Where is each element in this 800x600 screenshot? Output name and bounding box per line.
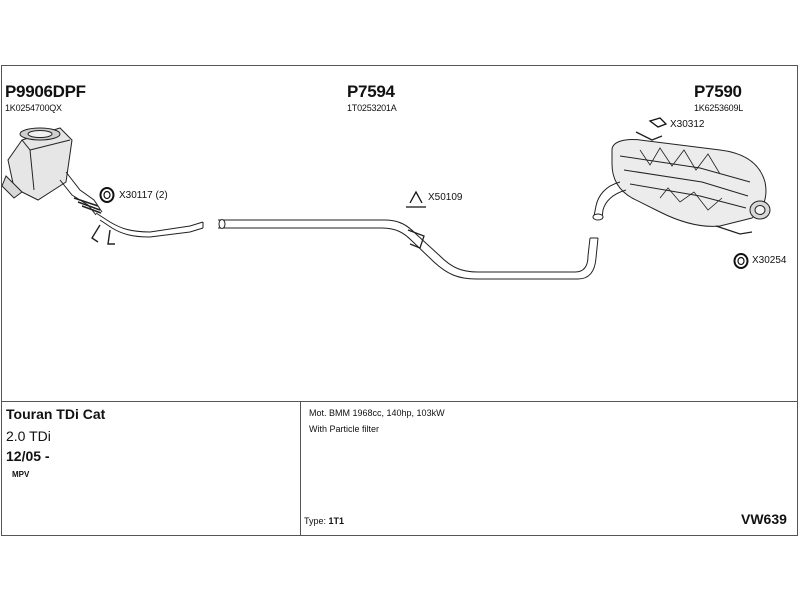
particle-filter-part[interactable] — [1, 127, 204, 245]
hanger-icon[interactable] — [406, 190, 426, 208]
type-info: Type: 1T1 — [304, 516, 344, 526]
hanger-icon[interactable] — [648, 117, 668, 128]
info-divider — [1, 401, 798, 402]
middle-pipe-part[interactable] — [218, 219, 599, 280]
part-number-left: 1K0254700QX — [5, 103, 62, 113]
hanger-ref-label-right[interactable]: X30312 — [670, 119, 705, 130]
part-code-middle[interactable]: P7594 — [347, 82, 395, 101]
diagram-code: VW639 — [741, 511, 787, 527]
part-code-right[interactable]: P7590 — [694, 82, 742, 101]
vehicle-model: Touran TDi Cat — [6, 406, 106, 422]
vehicle-body-type: MPV — [12, 470, 30, 479]
rubber-ring-icon[interactable] — [733, 253, 749, 269]
rear-silencer-part[interactable] — [592, 131, 771, 235]
type-label: Type: — [304, 516, 327, 526]
diagram-frame — [1, 65, 798, 536]
engine-spec: Mot. BMM 1968cc, 140hp, 103kW — [309, 408, 445, 418]
type-value: 1T1 — [328, 516, 345, 526]
clamp-icon[interactable] — [99, 187, 115, 203]
vehicle-years: 12/05 - — [6, 448, 50, 464]
clamp-ref-label[interactable]: X30117 (2) — [119, 190, 168, 201]
hanger-ref-label[interactable]: X50109 — [428, 192, 463, 203]
part-number-middle: 1T0253201A — [347, 103, 397, 113]
vehicle-engine: 2.0 TDi — [6, 428, 51, 444]
part-number-right: 1K6253609L — [694, 103, 744, 113]
filter-spec: With Particle filter — [309, 424, 380, 434]
ring-ref-label[interactable]: X30254 — [752, 255, 787, 266]
part-code-left[interactable]: P9906DPF — [5, 82, 86, 101]
info-column-divider — [300, 401, 301, 536]
